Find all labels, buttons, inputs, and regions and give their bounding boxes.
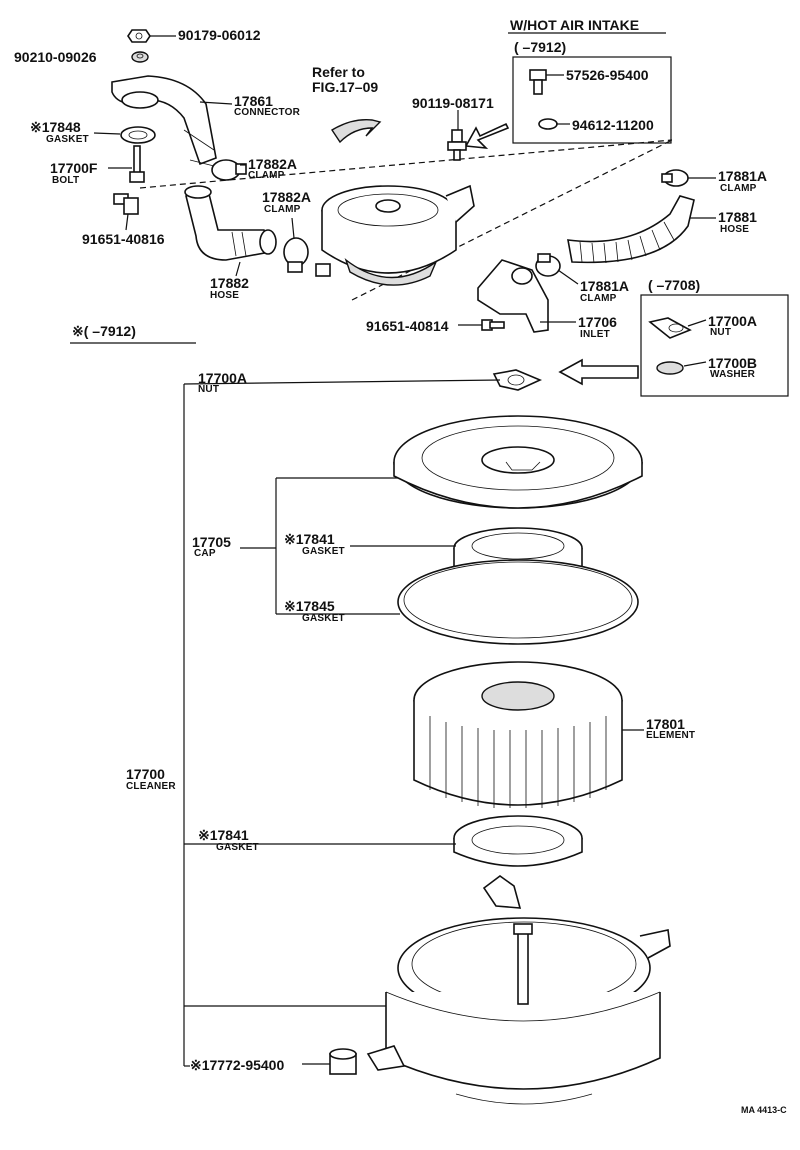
label-name-cap: CAP [194,548,216,559]
label-name-gasket-17841-lower: GASKET [216,842,259,853]
note-7912: ※( –7912) [72,323,136,339]
clamp-17881a-lower-drawing [535,253,561,277]
label-name-connector: CONNECTOR [234,107,301,118]
label-name-hose-17881: HOSE [720,224,750,235]
label-part-17845: ※17845 [284,598,335,614]
label-name-cleaner: CLEANER [126,781,176,792]
label-part-91651-40814: 91651-40814 [366,318,449,334]
label-part-17841-upper: ※17841 [284,531,335,547]
nut-90179-drawing [127,29,151,43]
label-part-57526-95400: 57526-95400 [566,67,649,83]
early-nut-pointer-arrow [558,358,639,386]
label-part-17882a-upper: 17882A [248,156,298,172]
gasket-17841-lower-drawing [453,815,583,867]
element-17801-drawing [413,661,623,808]
label-name-nut-early: NUT [710,327,732,338]
label-part-17848: ※17848 [30,119,81,135]
clamp-17882a-lower-drawing [283,237,309,273]
bolt-91651-40816-drawing [113,193,139,215]
label-part-90210-09026: 90210-09026 [14,49,97,65]
label-part-17706: 17706 [578,314,617,330]
upper-air-cleaner-assembly-drawing [315,184,475,286]
leader-17700a [183,379,501,385]
hot-air-bolt-90119-drawing [447,129,467,161]
label-name-clamp-17882a-upper: CLAMP [248,170,285,181]
hot-air-intake-range: ( –7912) [514,39,567,55]
leader-17882 [235,261,241,277]
inlet-17706-drawing [477,259,549,333]
gasket-17845-drawing [397,559,639,645]
label-name-clamp-17881a-upper: CLAMP [720,183,757,194]
leader-17700b [683,361,707,367]
refer-line-2: FIG.17–09 [312,79,379,95]
label-part-17772-95400: ※17772-95400 [190,1057,285,1073]
label-part-17700: 17700 [126,766,165,782]
label-name-washer: WASHER [710,369,756,380]
label-part-94612-11200: 94612-11200 [572,117,654,133]
label-part-17801: 17801 [646,716,685,732]
leader-17861 [199,101,233,105]
drawing-code: MA 4413-C [741,1105,787,1115]
cap-17705-drawing [393,415,643,509]
early-nut-washer-frame [640,294,789,397]
label-part-17841-lower: ※17841 [198,827,249,843]
label-part-17882: 17882 [210,275,249,291]
hot-air-pointer-arrow [464,122,510,150]
label-part-17700a-early: 17700A [708,313,758,329]
leader-17848 [93,132,121,135]
label-part-17700a: 17700A [198,370,248,386]
connector-drawing [111,75,217,167]
bolt-57526-drawing [529,69,547,95]
leader-17881a-lower [557,269,579,285]
label-part-17881: 17881 [718,209,757,225]
grommet-17772-drawing [329,1048,357,1075]
label-name-nut: NUT [198,384,220,395]
label-part-17882a-lower: 17882A [262,189,312,205]
label-part-91651-40816: 91651-40816 [82,231,165,247]
clamp-17882a-upper-drawing [211,159,247,181]
leader-17882a-lower [291,217,295,239]
label-name-clamp-17881a-lower: CLAMP [580,293,617,304]
label-name-bolt: BOLT [52,175,80,186]
hot-air-intake-frame [512,56,672,144]
label-part-17881a-lower: 17881A [580,278,630,294]
bolt-17700f-drawing [129,145,145,183]
label-name-hose-17882: HOSE [210,290,240,301]
label-part-17700b: 17700B [708,355,758,371]
label-part-17700f: 17700F [50,160,98,176]
cleaner-housing-17700-drawing [366,875,671,1105]
refer-arrow [331,119,382,144]
label-name-clamp-17882a-lower: CLAMP [264,204,301,215]
label-name-inlet: INLET [580,329,610,340]
refer-line-1: Refer to [312,64,365,80]
label-part-90179-06012: 90179-06012 [178,27,261,43]
label-name-element: ELEMENT [646,730,696,741]
leader-17700a-early [687,319,707,327]
label-part-90119-08171: 90119-08171 [412,95,494,111]
gasket-17848-drawing [120,126,156,144]
washer-17700b-drawing [656,361,684,375]
label-name-gasket-17841-upper: GASKET [302,546,345,557]
range-7708: ( –7708) [648,277,701,293]
wing-nut-17700a-drawing [492,369,543,391]
label-part-17705: 17705 [192,534,231,550]
label-name-gasket-17848: GASKET [46,134,89,145]
washer-90210-drawing [131,51,149,63]
label-name-gasket-17845: GASKET [302,613,345,624]
hot-air-intake-title: W/HOT AIR INTAKE [510,17,640,33]
washer-94612-drawing [538,118,558,130]
bolt-91651-40814-drawing [481,319,505,331]
wing-nut-17700a-early-drawing [648,317,692,339]
label-part-17881a-upper: 17881A [718,168,768,184]
leader-91651-40816 [125,213,129,231]
clamp-17881a-upper-drawing [661,169,689,187]
dash-line-upper [139,139,673,189]
hose-17881-drawing [567,195,695,264]
label-part-17861: 17861 [234,93,273,109]
hose-17882-drawing [184,185,277,261]
